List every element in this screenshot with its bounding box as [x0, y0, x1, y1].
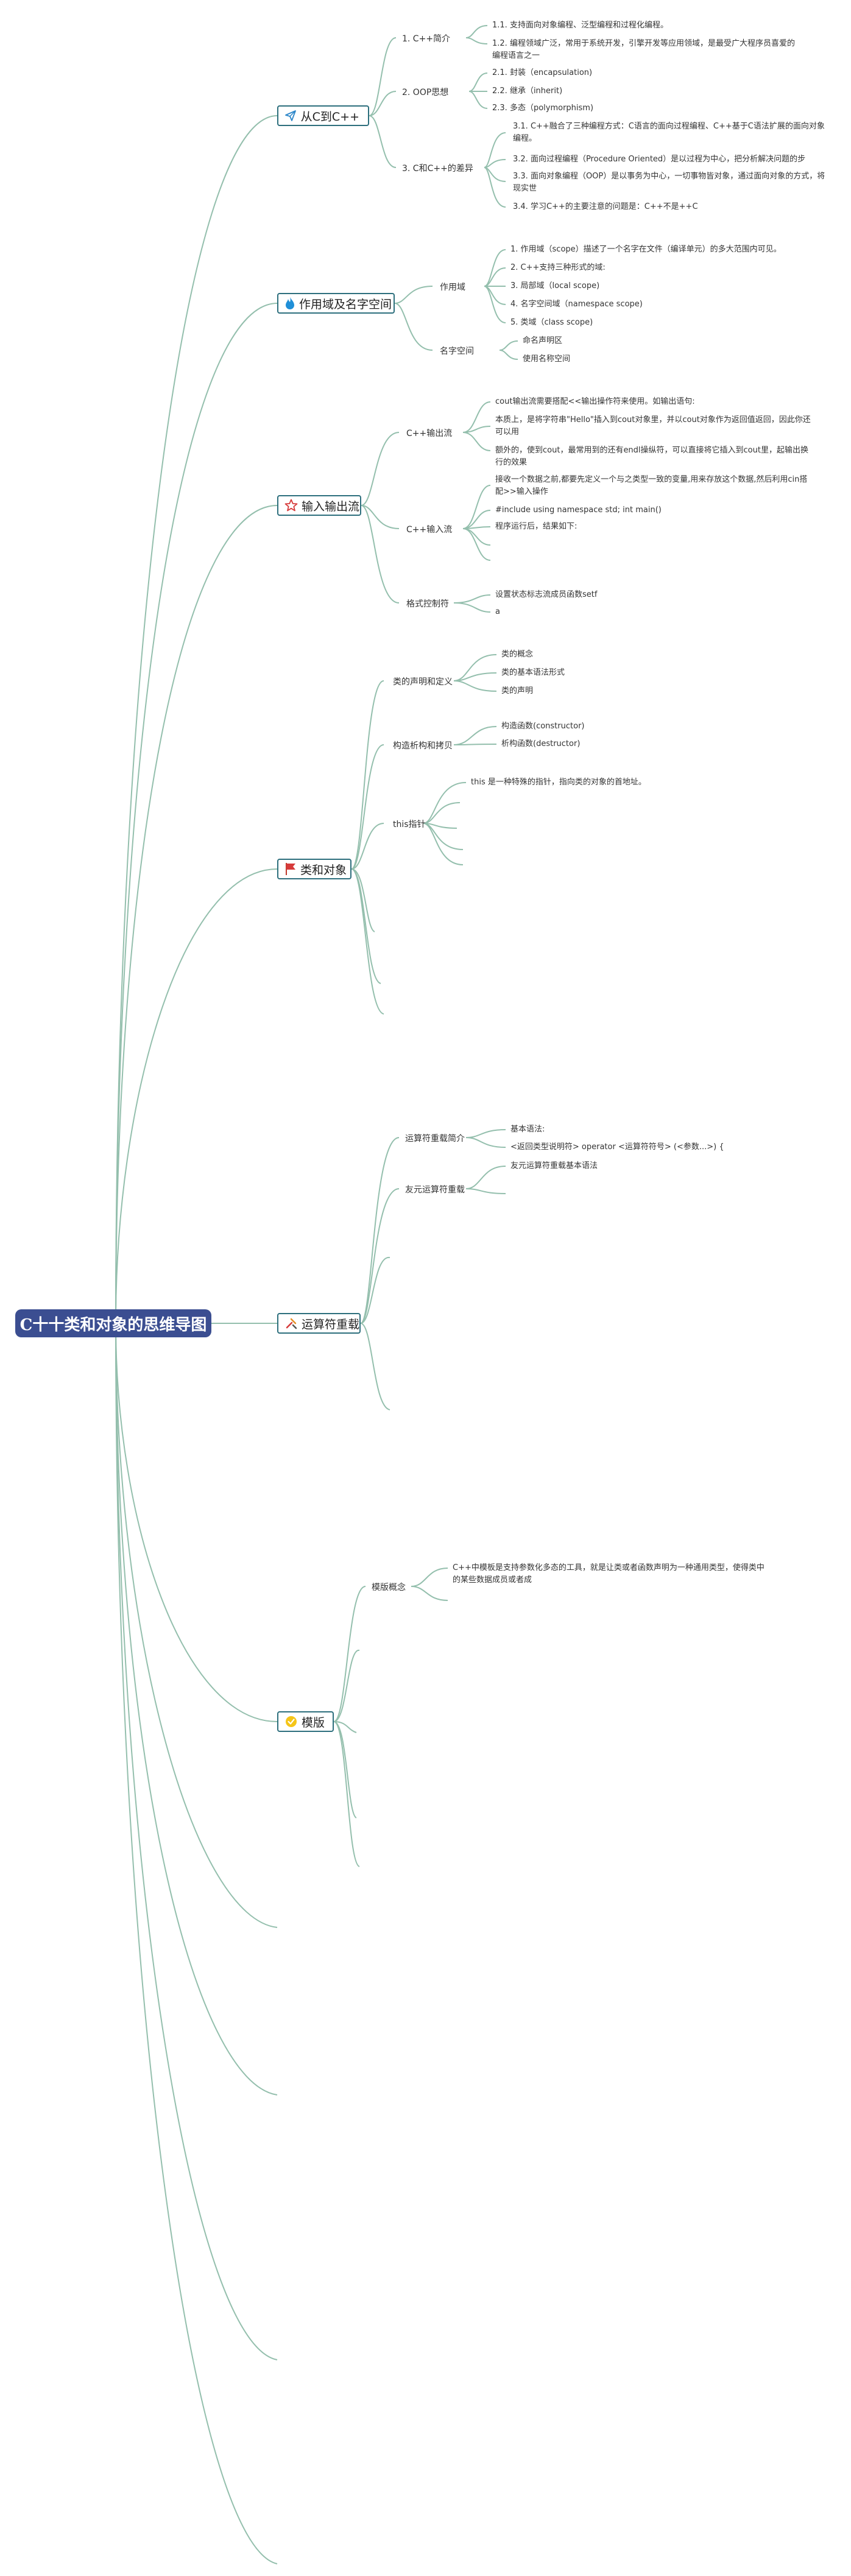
topic-c-to-cpp[interactable]: 从C到C++	[277, 105, 369, 126]
leaf-text: cout输出流需要搭配<<输出操作符来使用。如输出语句:	[495, 397, 695, 406]
leaf-text: this 是一种特殊的指针，指向类的对象的首地址。	[471, 778, 646, 787]
leaf-text: 4. 名字空间域（namespace scope)	[510, 300, 643, 309]
leaf-text: 2.2. 继承（inherit)	[492, 86, 563, 96]
subtopic-friend-overload[interactable]: 友元运算符重载	[405, 1185, 465, 1195]
leaf-text: 1.1. 支持面向对象编程、泛型编程和过程化编程。	[492, 21, 668, 30]
subtopic-ctor-dtor-copy[interactable]: 构造析构和拷贝	[393, 741, 453, 751]
subtopic-scope[interactable]: 作用域	[440, 283, 465, 292]
topic-label: 输入输出流	[302, 499, 360, 513]
subtopic-namespace[interactable]: 名字空间	[440, 347, 474, 356]
subtopic-input-stream[interactable]: C++输入流	[406, 525, 453, 535]
leaf-text: 1.2. 编程领域广泛，常用于系统开发，引擎开发等应用领域，是最受广大程序员喜爱…	[492, 39, 795, 60]
topic-label: 作用域及名字空间	[299, 297, 392, 311]
root-title: C十十类和对象的思维导图	[19, 1315, 207, 1334]
leaf-text: 3.2. 面向过程编程（Procedure Oriented）是以过程为中心，把…	[513, 155, 806, 164]
subtopic-oop[interactable]: 2. OOP思想	[402, 88, 449, 97]
send-icon	[284, 108, 297, 123]
topic-label: 类和对象	[300, 863, 347, 877]
leaf-text: 3.3. 面向对象编程（OOP）是以事务为中心，一切事物皆对象，通过面向对象的方…	[513, 172, 825, 193]
leaf-text: 析构函数(destructor)	[501, 739, 581, 748]
leaf-text: 额外的，使到cout，最常用到的还有endl操纵符，可以直接将它插入到cout里…	[495, 446, 808, 467]
tools-icon	[284, 1316, 298, 1331]
root-node[interactable]: C十十类和对象的思维导图	[15, 1309, 211, 1337]
leaf-text: <返回类型说明符> operator <运算符符号> (<参数...>) {	[510, 1142, 724, 1152]
topic-class-object[interactable]: 类和对象	[277, 859, 351, 879]
leaf-text: 类的声明	[501, 686, 534, 695]
leaf-text: 2.3. 多态（polymorphism)	[492, 104, 594, 113]
leaf-text: 2. C++支持三种形式的域:	[510, 263, 606, 272]
topic-label: 模版	[302, 1716, 325, 1730]
leaf-text: 5. 类域（class scope)	[510, 318, 593, 327]
leaf-text: C++中模板是支持参数化多态的工具，就是让类或者函数声明为一种通用类型，使得类中…	[453, 1563, 764, 1585]
subtopic-output-stream[interactable]: C++输出流	[406, 429, 453, 438]
subtopic-this-pointer[interactable]: this指针	[393, 820, 426, 829]
leaf-text: 基本语法:	[510, 1125, 545, 1134]
subtopic-overload-intro[interactable]: 运算符重载简介	[405, 1134, 465, 1144]
topic-scope-namespace[interactable]: 作用域及名字空间	[277, 293, 395, 314]
leaf-text: 3. 局部域（local scope)	[510, 281, 600, 290]
fire-icon	[284, 296, 295, 311]
topic-io-stream[interactable]: 输入输出流	[277, 495, 361, 516]
subtopic-c-cpp-diff[interactable]: 3. C和C++的差异	[402, 164, 473, 174]
subtopic-cpp-intro[interactable]: 1. C++简介	[402, 34, 451, 44]
leaf-text: 类的概念	[501, 650, 534, 659]
leaf-text: #include using namespace std; int main()	[495, 505, 662, 515]
leaf-text: 2.1. 封装（encapsulation)	[492, 68, 593, 77]
subtopic-class-declaration[interactable]: 类的声明和定义	[393, 677, 453, 687]
leaf-text: 3.1. C++融合了三种编程方式：C语言的面向过程编程、C++基于C语法扩展的…	[513, 122, 825, 143]
topic-label: 从C到C++	[300, 110, 359, 124]
leaf-text: 构造函数(constructor)	[501, 722, 585, 731]
flag-icon	[284, 862, 297, 876]
leaf-text: a	[495, 607, 500, 616]
leaf-text: 1. 作用域（scope）描述了一个名字在文件（编译单元）的多大范围内可见。	[510, 245, 782, 254]
topic-operator-overload[interactable]: 运算符重载	[277, 1313, 361, 1334]
leaf-text: 命名声明区	[523, 336, 563, 345]
topic-template[interactable]: 模版	[277, 1711, 334, 1732]
leaf-text: 类的基本语法形式	[501, 668, 565, 677]
leaf-text: 本质上，是将字符串"Hello"插入到cout对象里，并以cout对象作为返回值…	[495, 415, 811, 437]
star-icon	[284, 498, 298, 513]
template-icon	[284, 1714, 298, 1729]
subtopic-format-control[interactable]: 格式控制符	[406, 599, 449, 609]
topic-label: 运算符重载	[302, 1317, 360, 1331]
leaf-text: 友元运算符重载基本语法	[510, 1161, 598, 1170]
leaf-text: 设置状态标志流成员函数setf	[495, 590, 598, 599]
leaf-text: 使用名称空间	[523, 354, 571, 364]
leaf-text: 程序运行后，结果如下:	[495, 522, 577, 531]
leaf-text: 接收一个数据之前,都要先定义一个与之类型一致的变量,用来存放这个数据,然后利用c…	[495, 475, 808, 496]
subtopic-template-concept[interactable]: 模版概念	[372, 1583, 406, 1592]
leaf-text: 3.4. 学习C++的主要注意的问题是：C++不是++C	[513, 202, 698, 211]
